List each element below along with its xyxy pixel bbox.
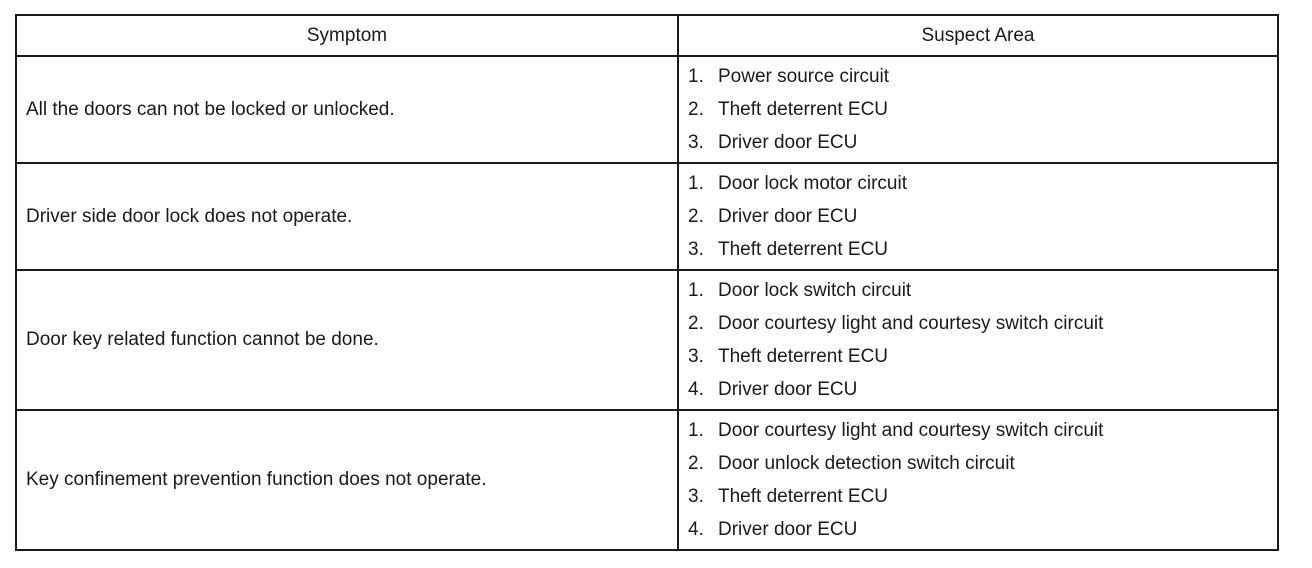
symptom-cell: Driver side door lock does not operate. bbox=[15, 162, 679, 271]
item-number: 4. bbox=[688, 519, 704, 540]
item-text: Theft deterrent ECU bbox=[718, 486, 889, 507]
item-number: 3. bbox=[688, 486, 704, 507]
table-row: Door key related function cannot be done… bbox=[15, 269, 1279, 411]
symptom-cell: All the doors can not be locked or unloc… bbox=[15, 55, 679, 164]
item-number: 3. bbox=[688, 346, 704, 367]
suspect-area-cell: 1. Door lock motor circuit 2. Driver door … bbox=[677, 162, 1279, 271]
item-text: Driver door ECU bbox=[718, 379, 858, 400]
suspect-item: 2. Theft deterrent ECU bbox=[688, 93, 1277, 126]
suspect-item: 3. Theft deterrent ECU bbox=[688, 233, 1277, 266]
suspect-item: 3. Theft deterrent ECU bbox=[688, 340, 1277, 373]
item-text: Door unlock detection switch circuit bbox=[718, 453, 1015, 474]
table-row: All the doors can not be locked or unloc… bbox=[15, 55, 1279, 164]
suspect-item: 3. Theft deterrent ECU bbox=[688, 480, 1277, 513]
suspect-item: 4. Driver door ECU bbox=[688, 373, 1277, 406]
symptom-column-header: Symptom bbox=[15, 14, 679, 57]
suspect-item: 1. Power source circuit bbox=[688, 60, 1277, 93]
symptom-cell: Door key related function cannot be done… bbox=[15, 269, 679, 411]
symptom-table: Symptom Suspect Area All the doors can n… bbox=[15, 14, 1279, 551]
table-header-row: Symptom Suspect Area bbox=[15, 14, 1279, 57]
suspect-item: 3. Driver door ECU bbox=[688, 126, 1277, 159]
suspect-area-cell: 1. Door lock switch circuit 2. Door courte… bbox=[677, 269, 1279, 411]
item-text: Power source circuit bbox=[718, 66, 890, 87]
suspect-item: 2. Door courtesy light and courtesy switc… bbox=[688, 307, 1277, 340]
suspect-area-column-header: Suspect Area bbox=[677, 14, 1279, 57]
item-number: 1. bbox=[688, 66, 704, 87]
item-text: Theft deterrent ECU bbox=[718, 346, 889, 367]
item-text: Door lock motor circuit bbox=[718, 173, 907, 194]
item-number: 2. bbox=[688, 453, 704, 474]
item-text: Door courtesy light and courtesy switch … bbox=[718, 420, 1104, 441]
item-text: Door courtesy light and courtesy switch … bbox=[718, 313, 1104, 334]
item-text: Door lock switch circuit bbox=[718, 280, 912, 301]
item-number: 3. bbox=[688, 239, 704, 260]
item-number: 1. bbox=[688, 420, 704, 441]
item-number: 2. bbox=[688, 206, 704, 227]
item-text: Driver door ECU bbox=[718, 206, 858, 227]
item-text: Driver door ECU bbox=[718, 519, 858, 540]
suspect-item: 4. Driver door ECU bbox=[688, 513, 1277, 546]
item-text: Theft deterrent ECU bbox=[718, 99, 889, 120]
suspect-item: 2. Door unlock detection switch circuit bbox=[688, 447, 1277, 480]
suspect-area-cell: 1. Door courtesy light and courtesy switc… bbox=[677, 409, 1279, 551]
item-number: 1. bbox=[688, 280, 704, 301]
item-number: 3. bbox=[688, 132, 704, 153]
suspect-item: 2. Driver door ECU bbox=[688, 200, 1277, 233]
symptom-cell: Key confinement prevention function does… bbox=[15, 409, 679, 551]
item-number: 1. bbox=[688, 173, 704, 194]
table-row: Key confinement prevention function does… bbox=[15, 409, 1279, 551]
item-number: 2. bbox=[688, 99, 704, 120]
suspect-area-cell: 1. Power source circuit 2. Theft deterrent… bbox=[677, 55, 1279, 164]
item-number: 4. bbox=[688, 379, 704, 400]
item-text: Driver door ECU bbox=[718, 132, 858, 153]
table-row: Driver side door lock does not operate. … bbox=[15, 162, 1279, 271]
suspect-item: 1. Door lock switch circuit bbox=[688, 274, 1277, 307]
item-text: Theft deterrent ECU bbox=[718, 239, 889, 260]
suspect-item: 1. Door lock motor circuit bbox=[688, 167, 1277, 200]
suspect-item: 1. Door courtesy light and courtesy switc… bbox=[688, 414, 1277, 447]
item-number: 2. bbox=[688, 313, 704, 334]
